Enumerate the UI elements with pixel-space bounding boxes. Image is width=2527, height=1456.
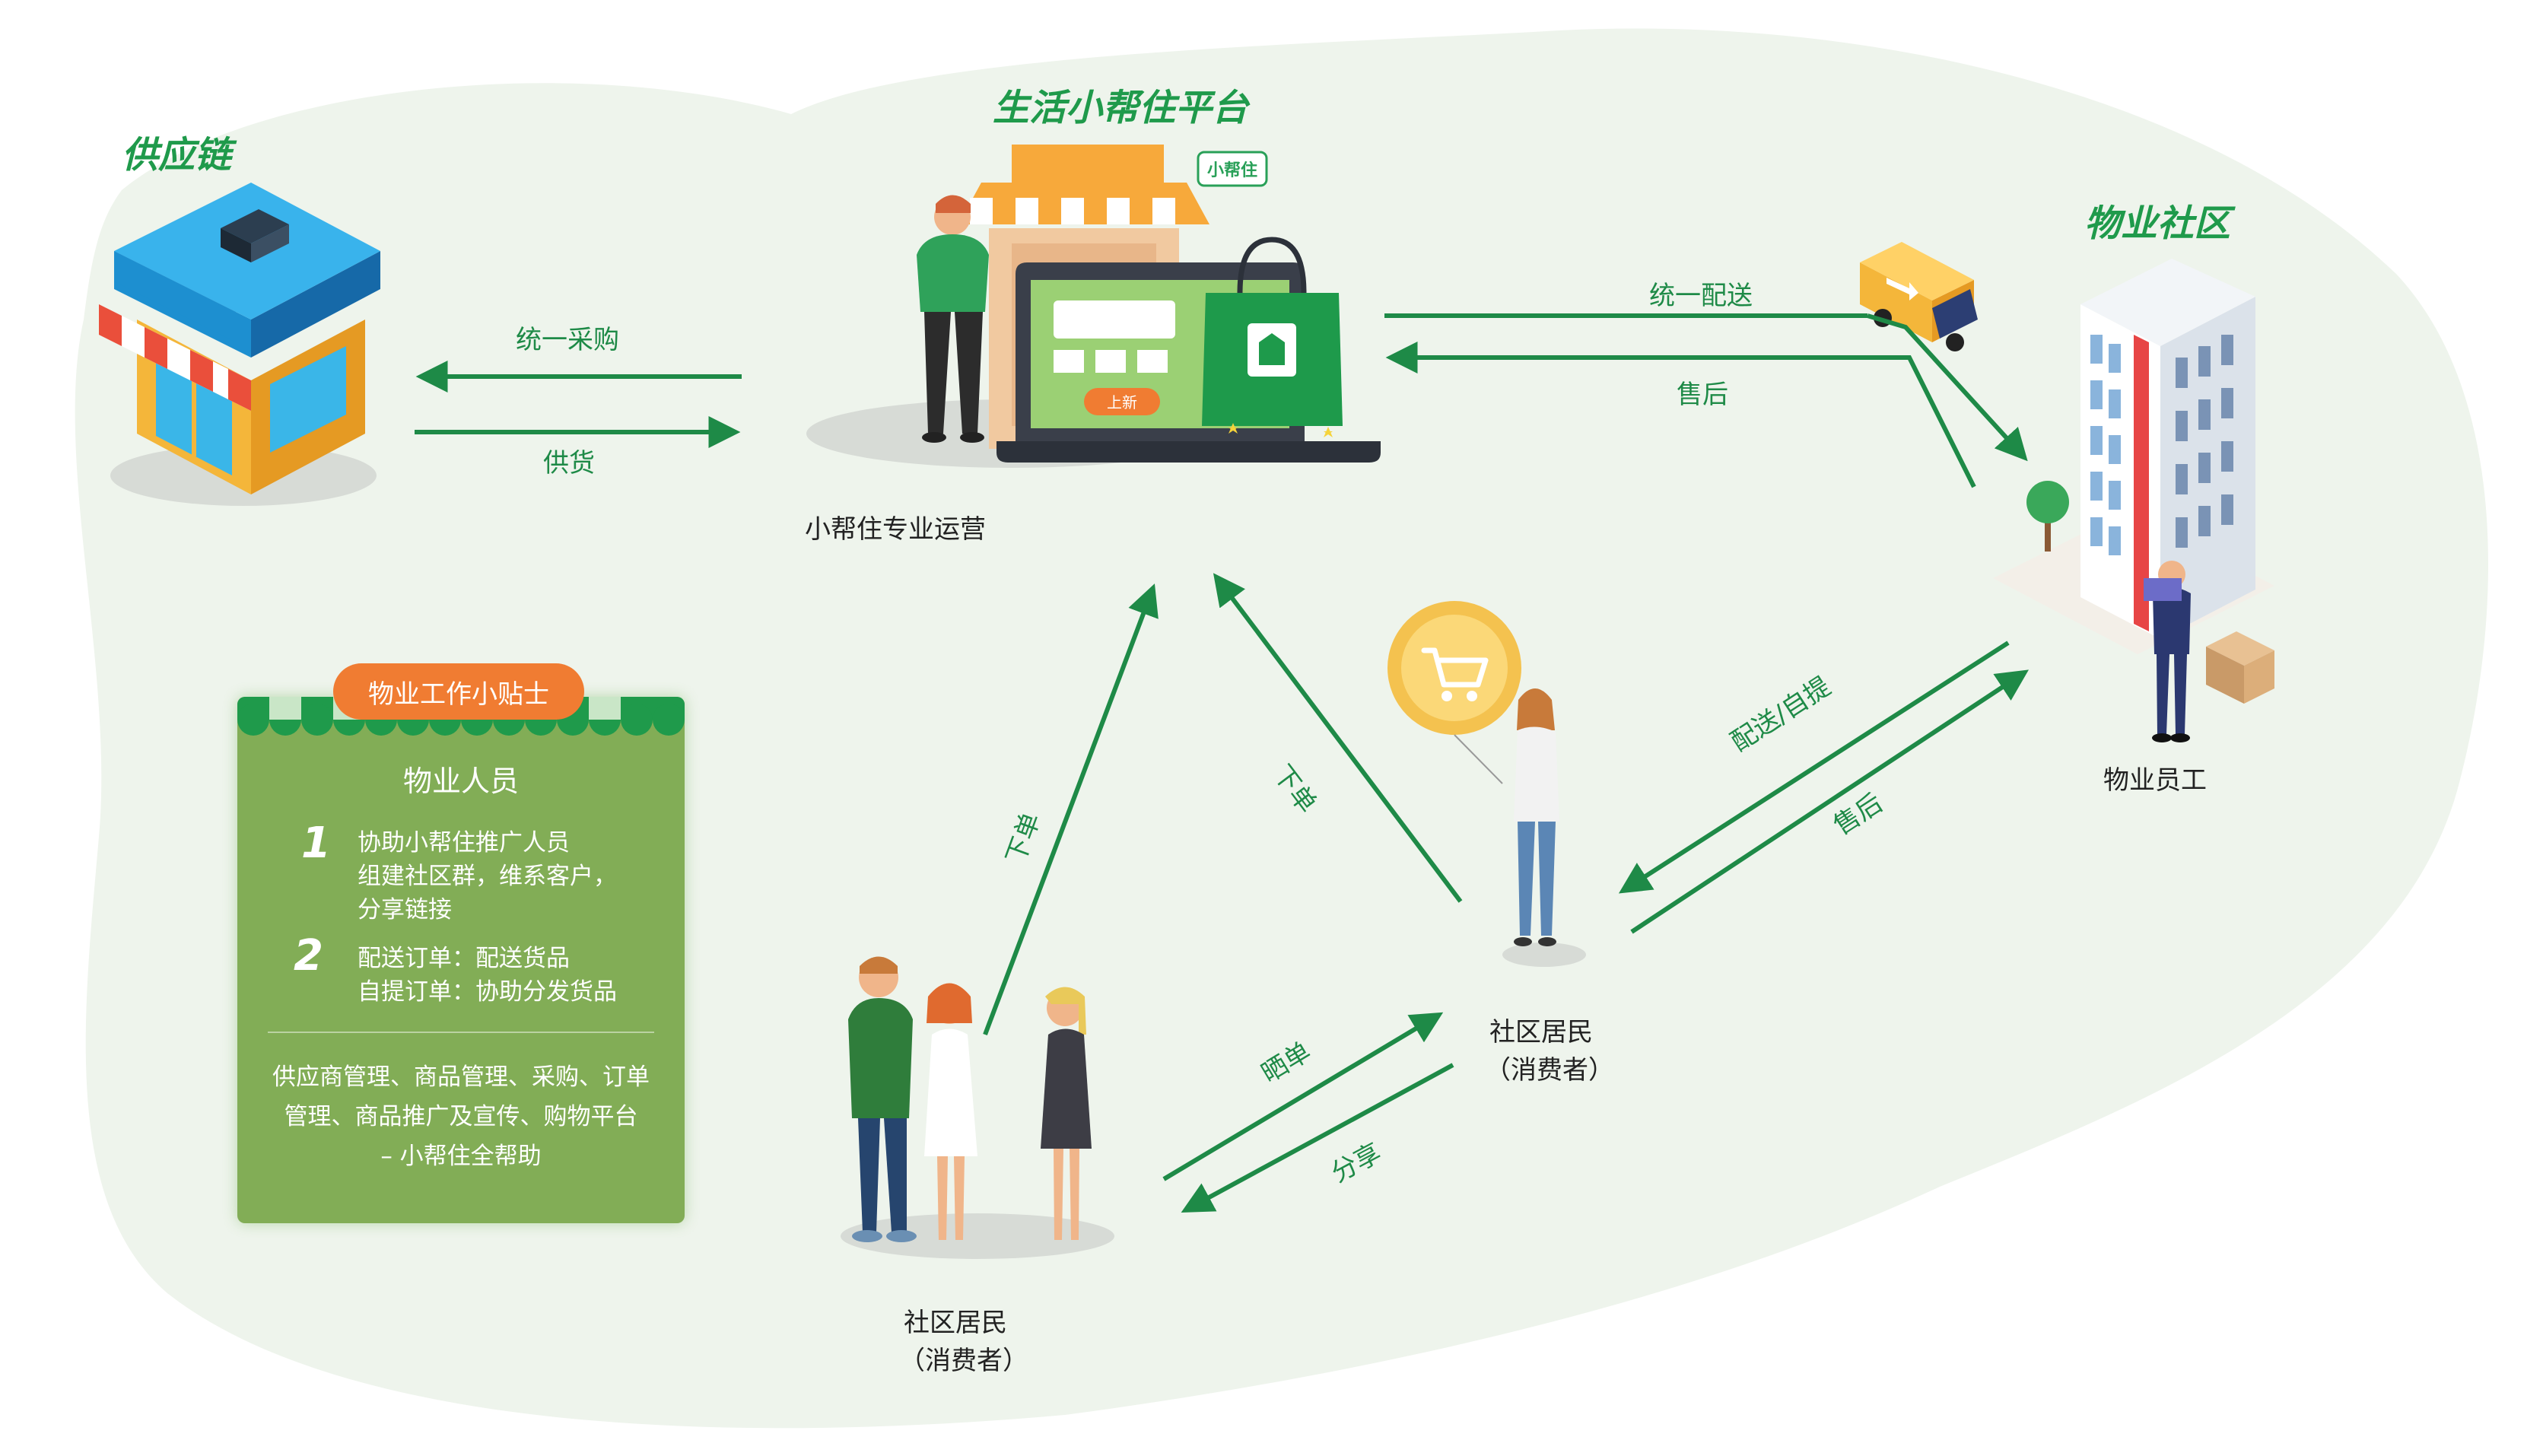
tips-heading: 物业人员: [402, 765, 519, 798]
store-sign: STORE: [0, 173, 15, 237]
tip-number-1: 1: [301, 819, 331, 868]
caption-property-staff: 物业员工: [2103, 765, 2207, 796]
arrow-show-order: [1162, 1012, 1444, 1181]
truck-illustration: [1860, 242, 1978, 351]
title-platform: 生活小帮住平台: [993, 87, 1249, 129]
tips-footer-line-1: 供应商管理、商品管理、采购、订单: [272, 1063, 650, 1091]
caption-resident-bottom-2: （消费者）: [899, 1346, 1028, 1376]
flow-arrows: [415, 313, 2030, 1213]
tip-2-line-2: 自提订单：协助分发货品: [358, 978, 617, 1006]
title-supply-chain: 供应链: [122, 134, 232, 176]
label-unified-delivery: 统一配送: [1649, 281, 1753, 311]
resident-group-illustration: [841, 956, 1114, 1259]
arrow-after-sales-top: [1385, 342, 1976, 488]
arrow-unified-delivery: [1867, 313, 2028, 462]
arrow-after-sales-right: [1630, 669, 2030, 934]
platform-illustration: 小帮住 上新: [806, 145, 1381, 468]
tip-number-2: 2: [294, 931, 323, 981]
tips-panel: 物业人员 1 协助小帮住推广人员 组建社区群，维系客户， 分享链接 2 配送订单…: [237, 697, 685, 1223]
arrow-order-right: [1213, 573, 1463, 903]
arrow-share: [1181, 1063, 1454, 1213]
tip-1-line-3: 分享链接: [358, 896, 452, 924]
screen-new-button: 上新: [1107, 393, 1137, 412]
resident-right-illustration: [1387, 601, 1586, 967]
shop-badge: 小帮住: [1207, 161, 1257, 180]
label-after-sales-top: 售后: [1677, 380, 1728, 410]
tips-divider: [268, 1032, 654, 1033]
caption-resident-right-1: 社区居民: [1489, 1017, 1593, 1047]
arrow-order-left: [983, 583, 1159, 1036]
label-supply: 供货: [543, 448, 595, 478]
label-unified-purchase: 统一采购: [516, 325, 619, 355]
caption-resident-bottom-1: 社区居民: [904, 1308, 1007, 1338]
tips-footer-line-3: – 小帮住全帮助: [380, 1143, 542, 1170]
tips-badge: 物业工作小贴士: [333, 663, 584, 720]
tip-1-line-1: 协助小帮住推广人员: [358, 829, 570, 857]
tip-2-line-1: 配送订单：配送货品: [358, 945, 570, 972]
property-building-illustration: [1993, 259, 2274, 742]
caption-platform-ops: 小帮住专业运营: [805, 514, 986, 545]
store-illustration: STORE: [0, 173, 380, 506]
tip-1-line-2: 组建社区群，维系客户，: [358, 863, 617, 890]
caption-resident-right-2: （消费者）: [1485, 1055, 1614, 1086]
title-property: 物业社区: [2084, 202, 2231, 245]
tips-footer-line-2: 管理、商品推广及宣传、购物平台: [284, 1103, 638, 1130]
arrow-delivery-pickup: [1618, 641, 2010, 894]
